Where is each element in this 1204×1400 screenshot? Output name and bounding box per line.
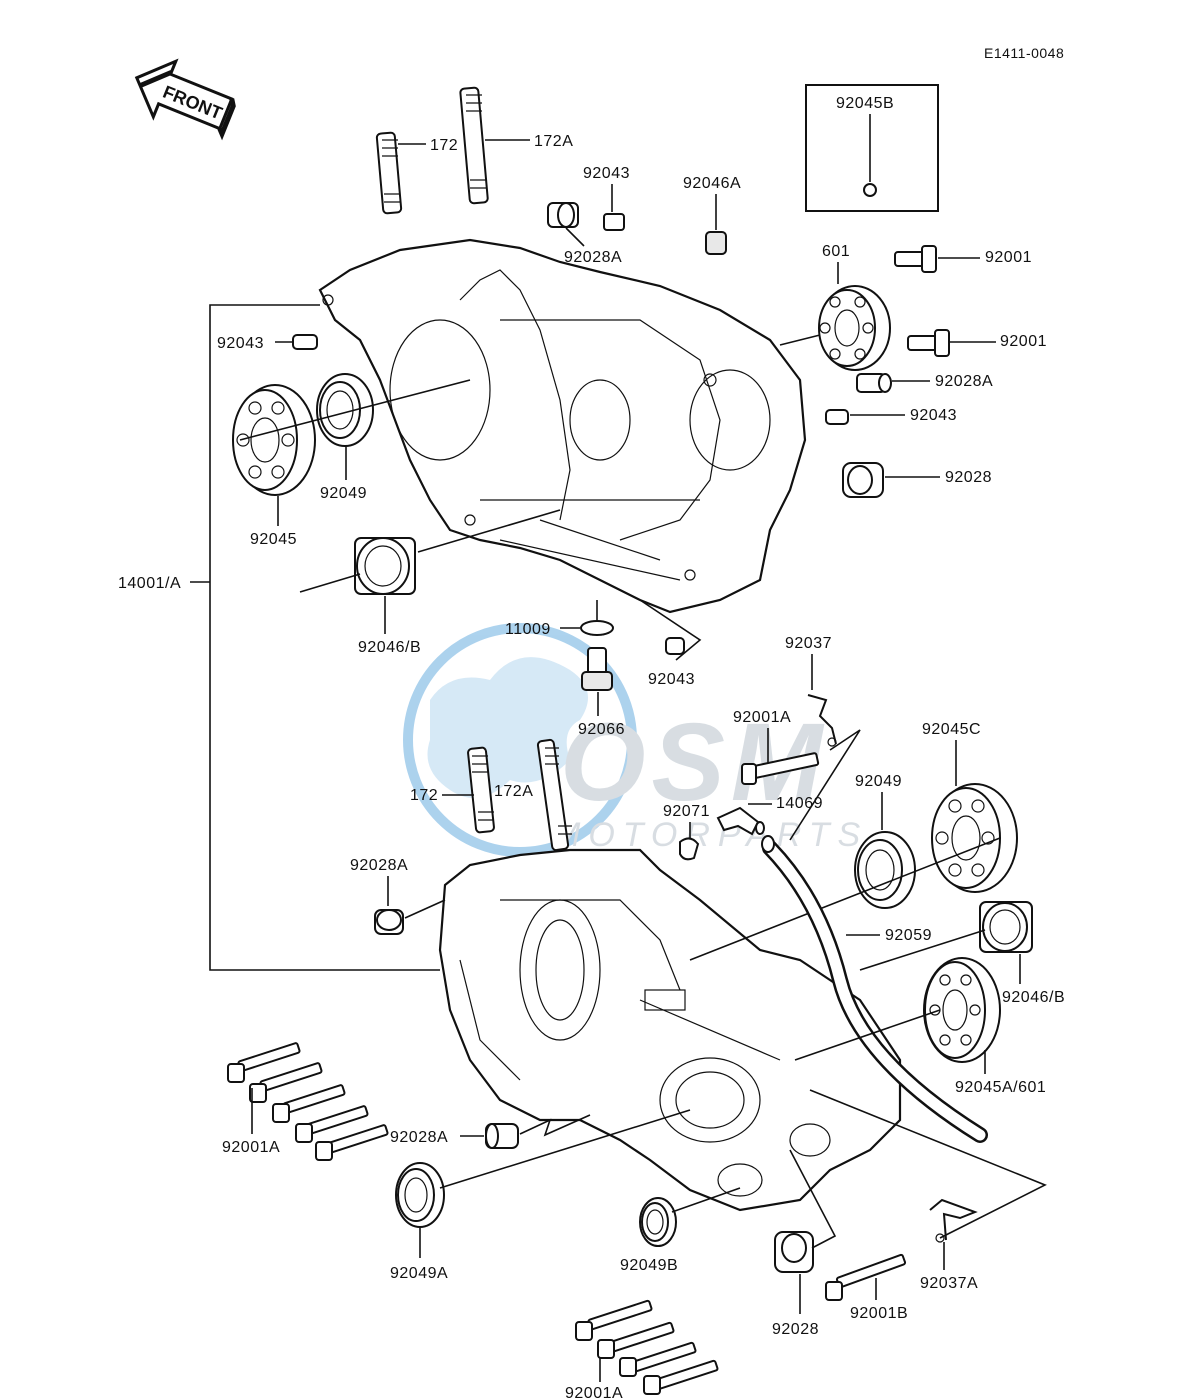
label-92059: 92059 xyxy=(885,927,932,944)
label-92045c: 92045C xyxy=(922,721,981,738)
watermark-globe xyxy=(403,623,637,857)
label-172-low: 172 xyxy=(410,787,438,804)
stud-172a-top xyxy=(459,86,489,205)
oil-seal-92049-right xyxy=(854,831,916,909)
label-92066: 92066 xyxy=(578,721,625,738)
label-92001-a: 92001 xyxy=(985,249,1032,266)
label-14001a: 14001/A xyxy=(118,575,181,592)
label-172a-top: 172A xyxy=(534,133,573,150)
circlip-92045b xyxy=(863,183,877,197)
dowel-pin-92043-top xyxy=(603,213,625,231)
stud-172-top xyxy=(375,131,403,215)
bracket-14001a xyxy=(209,304,440,971)
label-92001b: 92001B xyxy=(850,1305,908,1322)
bolt-92001a-mid xyxy=(741,752,820,785)
dowel-pin-92043-right xyxy=(825,409,849,425)
bolt-group-92001a-bottom xyxy=(575,1299,719,1395)
needle-bearing-92046a xyxy=(705,231,727,255)
label-92001a-mid: 92001A xyxy=(733,709,791,726)
label-92071: 92071 xyxy=(663,803,710,820)
inset-box-92045b xyxy=(805,84,939,212)
bushing-92028-bot xyxy=(774,1231,814,1273)
dowel-92028a-right xyxy=(856,373,892,393)
front-arrow-icon: FRONT xyxy=(134,58,236,141)
upper-crankcase xyxy=(318,238,807,614)
label-92043-top: 92043 xyxy=(583,165,630,182)
label-92046b-left: 92046/B xyxy=(358,639,421,656)
bearing-92045c xyxy=(931,783,1018,893)
grommet-92071 xyxy=(679,837,700,861)
oil-seal-92049b xyxy=(639,1197,677,1247)
label-92049b: 92049B xyxy=(620,1257,678,1274)
label-92045b: 92045B xyxy=(836,95,894,112)
label-92045a-601: 92045A/601 xyxy=(955,1079,1046,1096)
label-92049-right: 92049 xyxy=(855,773,902,790)
bolt-92001-a xyxy=(894,245,937,273)
label-92028a-bot: 92028A xyxy=(390,1129,448,1146)
label-92028a-low: 92028A xyxy=(350,857,408,874)
label-92028-bot: 92028 xyxy=(772,1321,819,1338)
label-92028-right: 92028 xyxy=(945,469,992,486)
needle-bearing-92046b-left xyxy=(354,537,416,595)
label-92001a-left: 92001A xyxy=(222,1139,280,1156)
drain-plug-92066 xyxy=(581,647,613,691)
label-92046b-right: 92046/B xyxy=(1002,989,1065,1006)
bolt-group-92001a-left xyxy=(227,1042,389,1161)
bearing-601 xyxy=(818,285,891,371)
bolt-92001b xyxy=(825,1253,907,1301)
bearing-92045 xyxy=(232,384,316,496)
label-92028a-top: 92028A xyxy=(564,249,622,266)
label-92001-b: 92001 xyxy=(1000,333,1047,350)
dowel-pin-92043-left xyxy=(292,334,318,350)
dowel-92028a-top xyxy=(547,202,579,228)
label-92037: 92037 xyxy=(785,635,832,652)
washer-11009 xyxy=(580,620,614,636)
label-11009: 11009 xyxy=(505,621,551,638)
stud-172-low xyxy=(467,746,495,834)
elbow-fitting-14069 xyxy=(716,806,760,836)
label-14069: 14069 xyxy=(776,795,823,812)
lower-crankcase xyxy=(438,848,902,1212)
label-92037a: 92037A xyxy=(920,1275,978,1292)
reference-code: E1411-0048 xyxy=(984,45,1064,61)
bolt-92001-b xyxy=(907,329,950,357)
bushing-92028-right xyxy=(842,462,884,498)
stud-172a-low xyxy=(536,738,572,852)
oil-seal-92049a xyxy=(395,1162,445,1228)
label-172-top: 172 xyxy=(430,137,458,154)
label-92043-right: 92043 xyxy=(910,407,957,424)
watermark-sub: MOTORPARTS xyxy=(552,816,868,854)
dowel-92028a-low xyxy=(374,909,404,935)
needle-bearing-92046b-right xyxy=(979,901,1033,953)
oil-seal-92049-left xyxy=(316,373,374,447)
dowel-pin-92043-mid xyxy=(665,637,685,655)
label-92043-left: 92043 xyxy=(217,335,264,352)
label-92028a-right: 92028A xyxy=(935,373,993,390)
dowel-92028a-bot xyxy=(485,1123,519,1149)
label-92045: 92045 xyxy=(250,531,297,548)
label-92043-mid: 92043 xyxy=(648,671,695,688)
clamp-92037a xyxy=(929,1198,978,1241)
label-601: 601 xyxy=(822,243,850,260)
bearing-92045a-601 xyxy=(923,957,1001,1063)
label-92049-left: 92049 xyxy=(320,485,367,502)
label-92046a: 92046A xyxy=(683,175,741,192)
clamp-92037 xyxy=(807,694,837,745)
label-92049a: 92049A xyxy=(390,1265,448,1282)
label-92001a-bot: 92001A xyxy=(565,1385,623,1400)
label-172a-low: 172A xyxy=(494,783,533,800)
